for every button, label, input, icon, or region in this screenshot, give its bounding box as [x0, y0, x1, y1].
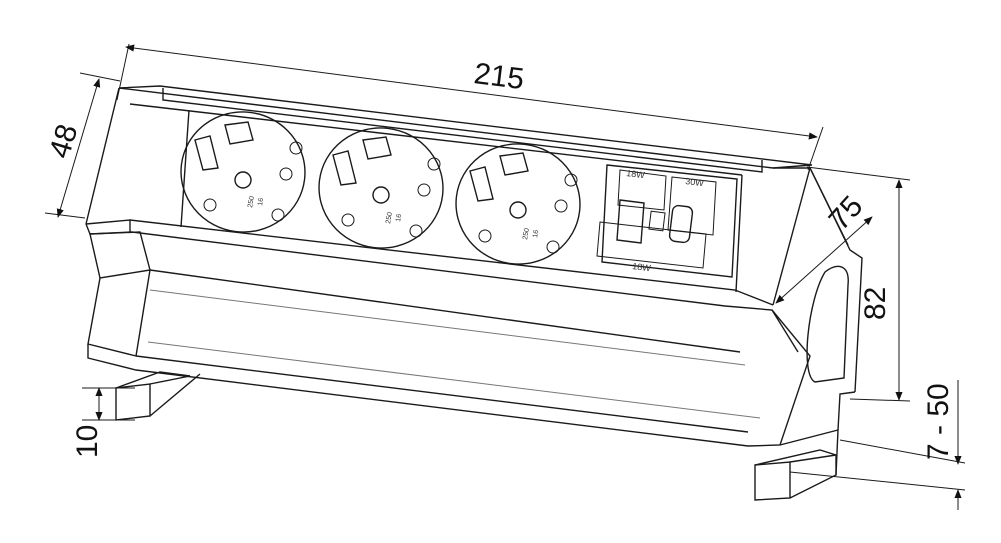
- socket-1: 16 250: [180, 111, 306, 233]
- socket-2-volts: 250: [385, 212, 394, 225]
- dim-label-depth: 75: [823, 190, 870, 237]
- usb-a-port-icon: [616, 199, 645, 244]
- foot-left: [115, 371, 201, 421]
- housing-body: [85, 85, 863, 476]
- socket-2: 16 250: [318, 127, 444, 249]
- socket-3-amps: 16: [532, 229, 540, 238]
- dim-label-face-height: 48: [43, 120, 84, 162]
- usb-panel: 18W 30W 18W: [596, 164, 738, 278]
- usb-c-port-icon: [668, 204, 694, 244]
- dimension-total-height: 82: [806, 166, 911, 402]
- dim-label-total-height: 82: [859, 287, 892, 320]
- indicator-icon: [648, 210, 666, 232]
- usb-a-power-label: 18W: [626, 168, 646, 180]
- dimension-foot-height: 10: [71, 387, 135, 458]
- dimension-face-height: 48: [43, 72, 121, 219]
- combined-power-label: 18W: [632, 261, 652, 273]
- dimension-width: 215: [116, 43, 824, 171]
- socket-3-volts: 250: [522, 228, 531, 241]
- dimension-clamp-range: 7 - 50: [789, 380, 966, 510]
- socket-1-amps: 16: [257, 197, 265, 206]
- socket-1-volts: 250: [247, 196, 256, 209]
- dim-label-clamp-range: 7 - 50: [922, 383, 955, 460]
- dim-label-foot-height: 10: [71, 425, 104, 458]
- foot-right: [754, 449, 837, 501]
- socket-2-amps: 16: [395, 213, 403, 222]
- socket-3: 16 250: [455, 143, 581, 265]
- dimension-depth: 75: [775, 190, 873, 304]
- usb-c-power-label: 30W: [685, 176, 705, 188]
- dim-label-width: 215: [472, 57, 526, 96]
